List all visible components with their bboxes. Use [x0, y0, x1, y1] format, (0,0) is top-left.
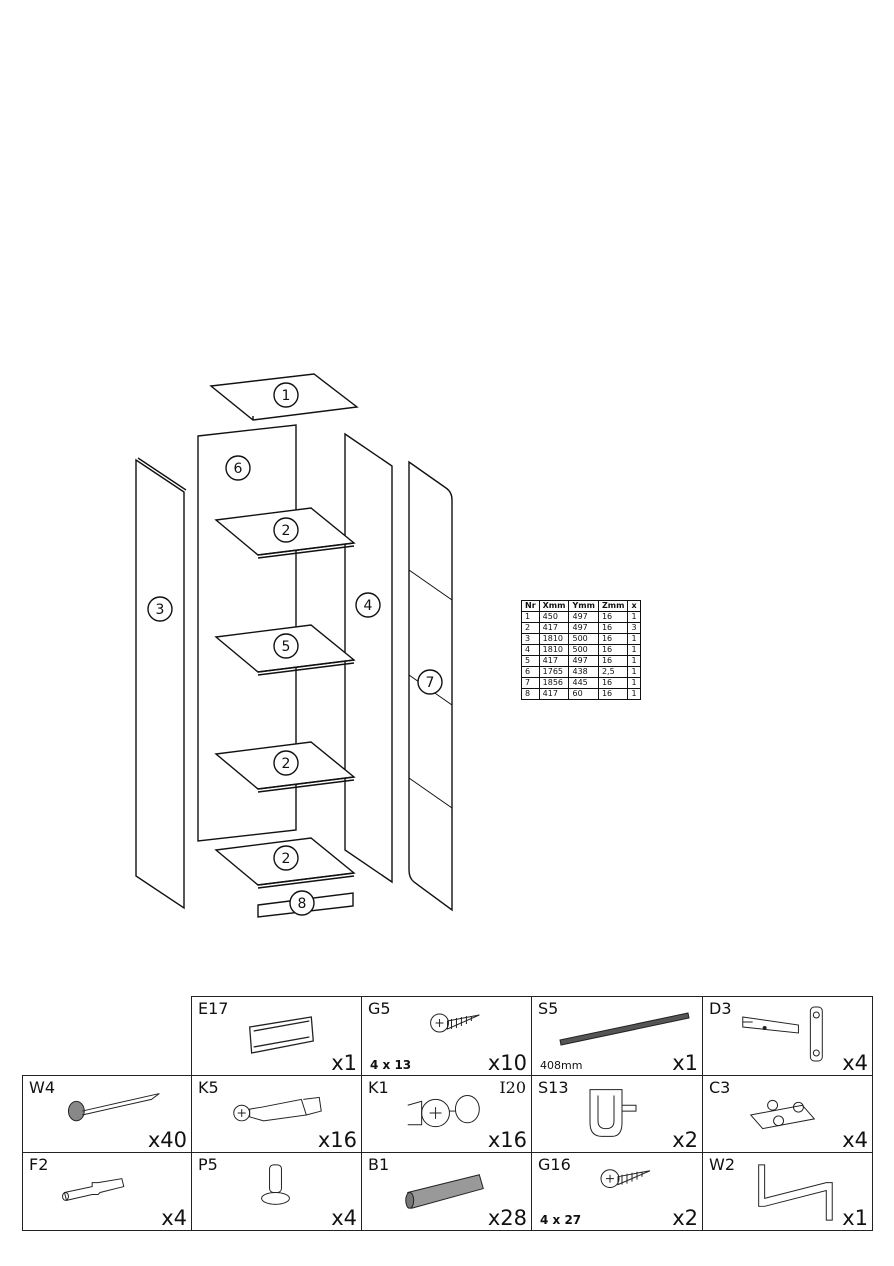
- cam-bolt-icon: [233, 1096, 322, 1122]
- hardware-size: 408mm: [540, 1059, 583, 1072]
- svg-text:2: 2: [282, 523, 291, 539]
- hardware-quantity: x16: [317, 1128, 357, 1152]
- screw-icon: [430, 1013, 480, 1033]
- table-header-row: Nr Xmm Ymm Zmm x: [521, 600, 641, 612]
- hardware-code: K1: [368, 1078, 389, 1097]
- part-label-2: 2: [273, 845, 299, 871]
- part-label-2: 2: [273, 517, 299, 543]
- part-label-5: 5: [273, 633, 299, 659]
- hardware-quantity: x4: [331, 1206, 357, 1230]
- hardware-cell-s5: S5 x1 408mm: [531, 996, 703, 1076]
- svg-text:8: 8: [298, 896, 307, 912]
- right-side-panel: [344, 432, 393, 884]
- screw-icon: [600, 1169, 651, 1189]
- table-cell: 16: [597, 611, 629, 623]
- hardware-code: P5: [198, 1155, 218, 1174]
- hardware-size: 4 x 27: [540, 1213, 582, 1227]
- hardware-quantity: x1: [331, 1051, 357, 1075]
- hardware-quantity: x28: [487, 1206, 527, 1230]
- hardware-cell-g5: G5 x10 4 x 13: [361, 996, 532, 1076]
- hardware-cell-b1: B1 x28: [361, 1152, 532, 1231]
- rod-icon: [559, 1012, 690, 1046]
- svg-text:2: 2: [282, 851, 291, 867]
- nail-icon: [67, 1093, 160, 1122]
- hardware-quantity: x1: [842, 1206, 868, 1230]
- hardware-code: W4: [29, 1078, 55, 1097]
- table-cell: 1: [627, 688, 641, 700]
- hardware-cell-w4: W4 x40: [22, 1075, 192, 1153]
- hardware-code: S5: [538, 999, 559, 1018]
- table-cell: 60: [568, 688, 599, 700]
- hardware-quantity: x40: [147, 1128, 187, 1152]
- svg-text:2: 2: [282, 756, 291, 772]
- handle-icon: [248, 1016, 314, 1054]
- hardware-quantity: x16: [487, 1128, 527, 1152]
- hardware-code: D3: [709, 999, 732, 1018]
- hardware-code: K5: [198, 1078, 219, 1097]
- hardware-size: 4 x 13: [370, 1058, 412, 1072]
- hardware-code: B1: [368, 1155, 390, 1174]
- pin-icon: [62, 1178, 125, 1201]
- mounting-plate-icon: [749, 1099, 816, 1130]
- hardware-quantity: x10: [487, 1051, 527, 1075]
- hardware-extra-code: I20: [499, 1078, 526, 1097]
- part-label-8: 8: [289, 890, 315, 916]
- hardware-cell-k1: K1 x16 I20: [361, 1075, 532, 1153]
- hardware-code: C3: [709, 1078, 731, 1097]
- hardware-cell-c3: C3 x4: [702, 1075, 873, 1153]
- hardware-quantity: x4: [842, 1128, 868, 1152]
- part-label-6: 6: [225, 455, 251, 481]
- svg-text:1: 1: [282, 388, 291, 404]
- svg-text:5: 5: [282, 639, 291, 655]
- hardware-cell-k5: K5 x16: [191, 1075, 362, 1153]
- hinge-icon: [742, 1006, 823, 1062]
- part-label-2: 2: [273, 750, 299, 776]
- hardware-quantity: x2: [672, 1128, 698, 1152]
- table-cell: 16: [597, 688, 629, 700]
- rod-bracket-icon: [589, 1089, 637, 1137]
- hardware-code: G5: [368, 999, 391, 1018]
- hardware-code: E17: [198, 999, 229, 1018]
- part-label-7: 7: [417, 669, 443, 695]
- part-label-1: 1: [273, 382, 299, 408]
- hardware-code: G16: [538, 1155, 571, 1174]
- part-label-3: 3: [147, 596, 173, 622]
- svg-text:6: 6: [234, 461, 243, 477]
- hardware-cell-p5: P5 x4: [191, 1152, 362, 1231]
- cam-lock-icon: [407, 1095, 480, 1128]
- svg-text:4: 4: [364, 598, 373, 614]
- hardware-cell-f2: F2 x4: [22, 1152, 192, 1231]
- hardware-code: W2: [709, 1155, 735, 1174]
- allen-key-icon: [758, 1164, 833, 1221]
- hardware-cell-s13: S13 x2: [531, 1075, 703, 1153]
- hardware-cell-e17: E17 x1: [191, 996, 362, 1076]
- hardware-cell-d3: D3 x4: [702, 996, 873, 1076]
- hardware-cell-g16: G16 x2 4 x 27: [531, 1152, 703, 1231]
- hardware-code: F2: [29, 1155, 49, 1174]
- dowel-icon: [405, 1174, 484, 1209]
- part-label-4: 4: [355, 592, 381, 618]
- left-side-panel: [135, 458, 185, 910]
- svg-text:7: 7: [426, 675, 435, 691]
- hardware-code: S13: [538, 1078, 569, 1097]
- hardware-quantity: x1: [672, 1051, 698, 1075]
- hardware-quantity: x4: [842, 1051, 868, 1075]
- svg-text:3: 3: [156, 602, 165, 618]
- hardware-quantity: x2: [672, 1206, 698, 1230]
- hardware-cell-w2: W2 x1: [702, 1152, 873, 1231]
- hardware-quantity: x4: [161, 1206, 187, 1230]
- shelf-support-icon: [261, 1164, 290, 1205]
